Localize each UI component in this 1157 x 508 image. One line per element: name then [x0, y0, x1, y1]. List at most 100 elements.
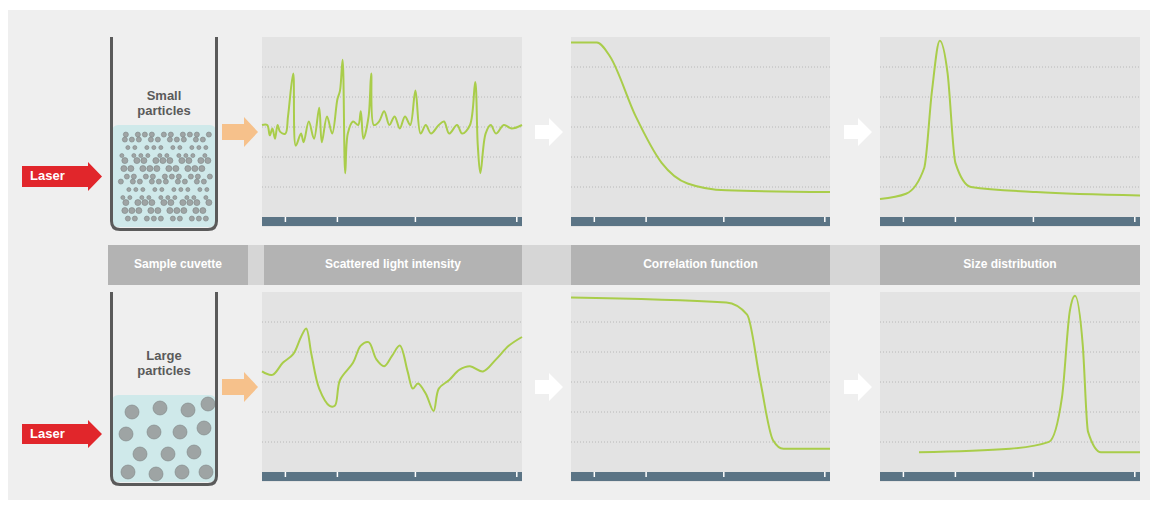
- particle: [206, 132, 211, 137]
- signal-curve: [571, 42, 830, 192]
- grid-line: [880, 67, 1140, 68]
- axis-tick: [516, 217, 518, 222]
- axis-tick: [824, 217, 826, 222]
- particle: [132, 154, 136, 158]
- particle: [159, 146, 163, 150]
- particle: [192, 196, 196, 200]
- particle: [197, 146, 201, 150]
- band-label: Scattered light intensity: [325, 258, 461, 272]
- particle: [136, 137, 141, 142]
- particle: [129, 137, 134, 142]
- particle: [187, 200, 193, 206]
- axis-tick: [594, 217, 596, 222]
- signal-curve: [880, 41, 1140, 199]
- axis-tick: [594, 472, 596, 477]
- chart-ground: [262, 292, 522, 482]
- particle: [197, 421, 211, 435]
- particle: [149, 179, 154, 184]
- chart-panel: [262, 37, 522, 227]
- particle: [132, 216, 137, 221]
- particle: [206, 200, 212, 206]
- step-arrow: [844, 118, 872, 146]
- particle: [203, 154, 207, 158]
- particle: [175, 179, 180, 184]
- particle: [166, 166, 172, 172]
- grid-line: [880, 412, 1140, 413]
- grid-line: [262, 382, 522, 383]
- grid-line: [262, 442, 522, 443]
- grid-line: [880, 322, 1140, 323]
- particle: [140, 166, 146, 172]
- particle: [177, 154, 181, 158]
- scatter-arrow: [222, 372, 258, 402]
- particle: [201, 397, 215, 411]
- particle: [158, 154, 162, 158]
- grid-line: [571, 322, 830, 323]
- grid-line: [880, 442, 1140, 443]
- particle: [126, 146, 130, 150]
- particle: [139, 154, 143, 158]
- particle: [180, 132, 185, 137]
- particle: [141, 188, 145, 192]
- particle: [179, 158, 185, 164]
- particle: [187, 132, 192, 137]
- axis-tick: [645, 217, 647, 222]
- particle: [123, 132, 128, 137]
- particle: [173, 196, 177, 200]
- axis-bar: [571, 472, 830, 481]
- step-arrow: [535, 373, 563, 401]
- stage-band: Correlation function: [571, 245, 830, 285]
- particle: [136, 208, 142, 214]
- grid-line: [262, 322, 522, 323]
- particle: [137, 179, 142, 184]
- particle: [149, 200, 155, 206]
- particle: [149, 467, 163, 481]
- scatter-arrow: [222, 117, 258, 147]
- axis-bar: [571, 217, 830, 226]
- particle: [191, 154, 195, 158]
- particle: [152, 146, 156, 150]
- particle: [135, 200, 141, 206]
- particle: [155, 137, 160, 142]
- particle: [131, 174, 136, 179]
- stage-band: Scattered light intensity: [264, 245, 522, 285]
- axis-tick: [1033, 472, 1035, 477]
- particle: [176, 174, 181, 179]
- particle: [129, 208, 135, 214]
- axis-tick: [955, 217, 957, 222]
- cuvette-drawing: [110, 37, 218, 231]
- axis-tick: [1033, 217, 1035, 222]
- grid-line: [880, 382, 1140, 383]
- particle: [205, 188, 209, 192]
- particle: [153, 188, 157, 192]
- particle: [172, 188, 176, 192]
- laser-label: Laser: [30, 169, 65, 184]
- particle: [192, 166, 198, 172]
- particle: [154, 166, 160, 172]
- grid-line: [262, 352, 522, 353]
- grid-line: [571, 127, 830, 128]
- particle: [158, 216, 163, 221]
- particle: [166, 196, 170, 200]
- particle: [148, 208, 154, 214]
- axis-bar: [880, 217, 1140, 226]
- signal-curve: [262, 60, 522, 174]
- particle: [186, 158, 192, 164]
- grid-line: [880, 187, 1140, 188]
- particle: [147, 166, 153, 172]
- grid-line: [571, 67, 830, 68]
- particle: [161, 132, 166, 137]
- particle: [143, 174, 148, 179]
- laser-body: [22, 162, 102, 191]
- grid-line: [262, 187, 522, 188]
- step-arrow: [535, 118, 563, 146]
- particle: [199, 465, 213, 479]
- particle: [119, 427, 133, 441]
- chart-ground: [262, 37, 522, 227]
- particle: [185, 196, 189, 200]
- particle: [194, 132, 199, 137]
- grid-line: [262, 412, 522, 413]
- particle: [181, 137, 186, 142]
- particle: [153, 158, 159, 164]
- particle: [198, 188, 202, 192]
